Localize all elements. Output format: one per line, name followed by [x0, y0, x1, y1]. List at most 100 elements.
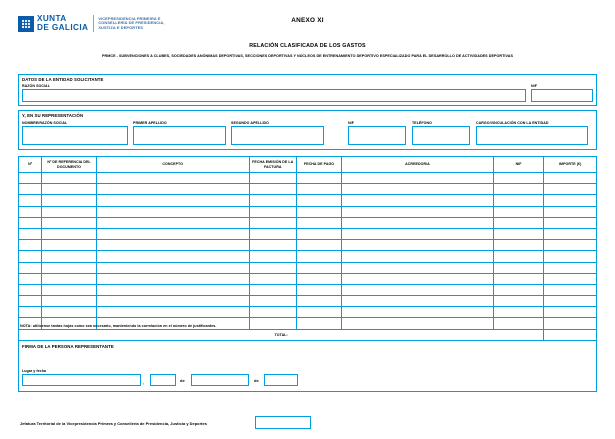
lugar-input[interactable]	[22, 374, 141, 386]
table-cell[interactable]	[492, 183, 545, 196]
table-cell[interactable]	[95, 171, 250, 185]
table-cell[interactable]	[341, 306, 494, 319]
table-cell[interactable]	[41, 171, 97, 185]
table-cell[interactable]	[248, 250, 297, 263]
mes-input[interactable]	[191, 374, 249, 386]
table-cell[interactable]	[248, 216, 297, 229]
table-cell[interactable]	[95, 272, 250, 285]
table-cell[interactable]	[492, 261, 545, 274]
table-cell[interactable]	[17, 239, 43, 252]
dia-input[interactable]	[150, 374, 176, 386]
table-cell[interactable]	[41, 295, 97, 308]
table-cell[interactable]	[17, 183, 43, 196]
table-cell[interactable]	[17, 171, 43, 185]
table-cell[interactable]	[492, 194, 545, 207]
table-cell[interactable]	[17, 250, 43, 263]
table-cell[interactable]	[295, 205, 343, 218]
table-cell[interactable]	[17, 227, 43, 241]
table-cell[interactable]	[41, 227, 97, 241]
table-cell[interactable]	[248, 261, 297, 274]
table-cell[interactable]	[41, 205, 97, 218]
table-cell[interactable]	[492, 171, 545, 185]
table-cell[interactable]	[492, 283, 545, 297]
table-cell[interactable]	[543, 295, 597, 308]
table-cell[interactable]	[543, 227, 597, 241]
table-cell[interactable]	[17, 216, 43, 229]
total-value-cell[interactable]	[543, 328, 597, 342]
table-cell[interactable]	[543, 205, 597, 218]
table-cell[interactable]	[543, 317, 597, 330]
table-cell[interactable]	[248, 283, 297, 297]
table-cell[interactable]	[17, 205, 43, 218]
rep-primer-apellido-input[interactable]	[133, 126, 226, 145]
table-cell[interactable]	[492, 227, 545, 241]
table-cell[interactable]	[248, 317, 297, 330]
table-cell[interactable]	[95, 306, 250, 319]
table-cell[interactable]	[95, 261, 250, 274]
table-cell[interactable]	[17, 261, 43, 274]
table-cell[interactable]	[295, 171, 343, 185]
table-cell[interactable]	[248, 183, 297, 196]
table-cell[interactable]	[492, 272, 545, 285]
entity-nif-input[interactable]	[531, 89, 593, 102]
table-cell[interactable]	[95, 183, 250, 196]
table-cell[interactable]	[543, 250, 597, 263]
table-cell[interactable]	[295, 194, 343, 207]
table-cell[interactable]	[492, 239, 545, 252]
table-cell[interactable]	[295, 239, 343, 252]
table-cell[interactable]	[492, 295, 545, 308]
table-cell[interactable]	[543, 239, 597, 252]
table-cell[interactable]	[295, 227, 343, 241]
table-cell[interactable]	[17, 306, 43, 319]
table-cell[interactable]	[492, 250, 545, 263]
table-cell[interactable]	[248, 205, 297, 218]
table-cell[interactable]	[248, 306, 297, 319]
table-cell[interactable]	[492, 317, 545, 330]
table-cell[interactable]	[543, 216, 597, 229]
table-cell[interactable]	[341, 272, 494, 285]
table-cell[interactable]	[543, 306, 597, 319]
table-cell[interactable]	[295, 216, 343, 229]
table-cell[interactable]	[543, 194, 597, 207]
table-cell[interactable]	[492, 205, 545, 218]
table-cell[interactable]	[341, 250, 494, 263]
table-cell[interactable]	[95, 283, 250, 297]
table-cell[interactable]	[492, 216, 545, 229]
table-cell[interactable]	[341, 216, 494, 229]
rep-telefono-input[interactable]	[412, 126, 470, 145]
table-cell[interactable]	[95, 239, 250, 252]
table-cell[interactable]	[17, 295, 43, 308]
table-cell[interactable]	[341, 239, 494, 252]
table-cell[interactable]	[41, 250, 97, 263]
footer-destination-input[interactable]	[255, 416, 311, 429]
table-cell[interactable]	[17, 194, 43, 207]
razon-social-input[interactable]	[22, 89, 526, 102]
table-cell[interactable]	[41, 239, 97, 252]
table-cell[interactable]	[295, 283, 343, 297]
table-cell[interactable]	[341, 171, 494, 185]
table-cell[interactable]	[17, 272, 43, 285]
table-cell[interactable]	[248, 239, 297, 252]
table-cell[interactable]	[41, 283, 97, 297]
table-cell[interactable]	[248, 171, 297, 185]
rep-nombre-input[interactable]	[22, 126, 128, 145]
table-cell[interactable]	[41, 261, 97, 274]
table-cell[interactable]	[248, 295, 297, 308]
table-cell[interactable]	[248, 272, 297, 285]
rep-nif-input[interactable]	[348, 126, 406, 145]
table-cell[interactable]	[248, 227, 297, 241]
table-cell[interactable]	[492, 306, 545, 319]
table-cell[interactable]	[41, 216, 97, 229]
table-cell[interactable]	[341, 194, 494, 207]
table-cell[interactable]	[295, 295, 343, 308]
table-cell[interactable]	[295, 261, 343, 274]
table-cell[interactable]	[295, 183, 343, 196]
table-cell[interactable]	[95, 250, 250, 263]
table-cell[interactable]	[543, 283, 597, 297]
table-cell[interactable]	[543, 261, 597, 274]
table-cell[interactable]	[95, 216, 250, 229]
table-cell[interactable]	[341, 317, 494, 330]
table-cell[interactable]	[95, 205, 250, 218]
table-cell[interactable]	[543, 272, 597, 285]
table-cell[interactable]	[95, 295, 250, 308]
